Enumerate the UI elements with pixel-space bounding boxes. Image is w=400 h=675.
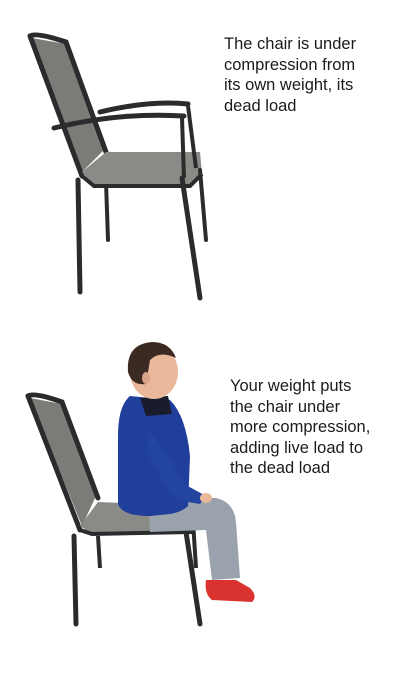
- dead-load-caption: The chair is under compression from its …: [224, 34, 394, 116]
- caption-line: more compression,: [230, 418, 371, 436]
- child-on-chair-illustration: [25, 342, 255, 627]
- seated-child-scene: [0, 330, 400, 675]
- caption-line: the dead load: [230, 459, 331, 477]
- caption-line: compression from: [224, 55, 356, 74]
- caption-line: its own weight, its: [224, 76, 354, 94]
- caption-line: dead load: [224, 96, 297, 115]
- caption-line: the chair under: [230, 397, 341, 416]
- caption-line: The chair is under: [224, 35, 357, 53]
- caption-line: adding live load to: [230, 438, 364, 457]
- caption-line: Your weight puts: [230, 377, 352, 395]
- empty-chair-illustration: [27, 32, 208, 301]
- empty-chair-scene: [0, 0, 400, 320]
- live-load-caption: Your weight puts the chair under more co…: [230, 376, 398, 479]
